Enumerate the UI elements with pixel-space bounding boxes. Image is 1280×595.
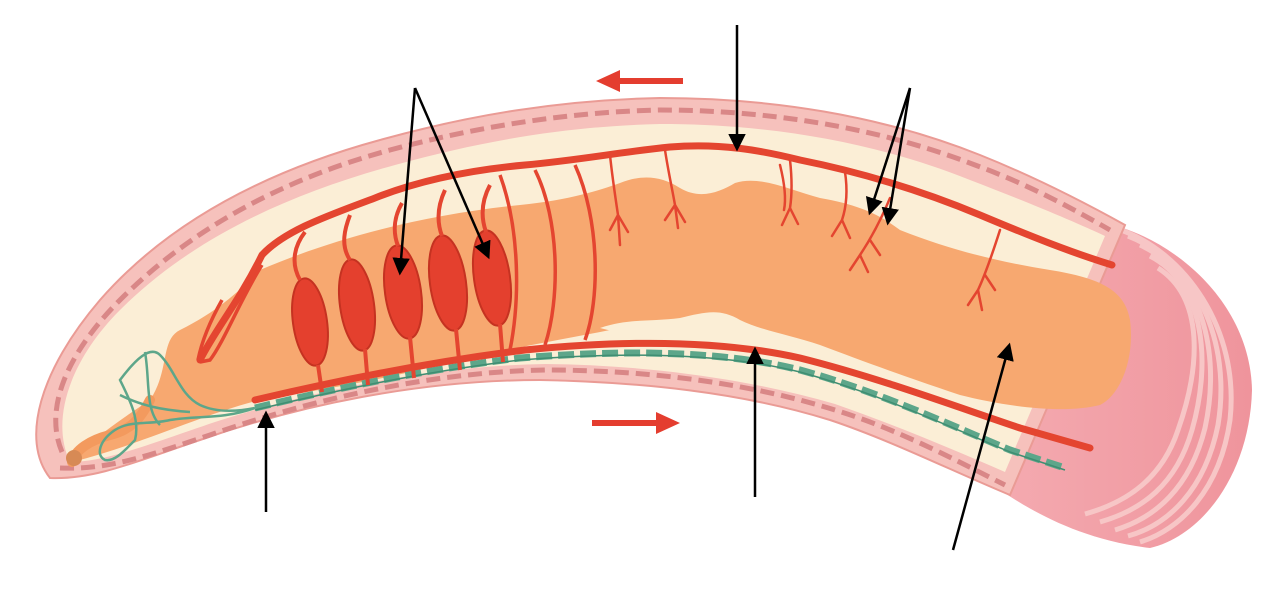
capillaries (608, 148, 1002, 312)
lateral-vessel (199, 264, 264, 364)
nerve-system (98, 349, 1067, 472)
capillaries-pointer (865, 87, 912, 226)
gut-highlight (600, 312, 740, 338)
lateral-vessel (573, 164, 597, 341)
dorsal-flow-arrow (596, 70, 683, 92)
gut (72, 177, 1131, 462)
lateral-vessel (533, 169, 557, 346)
capillary (830, 170, 852, 240)
flow-arrows (592, 70, 683, 434)
lateral-vessels (196, 164, 597, 364)
segment-dashes-top (53, 107, 1112, 453)
ventral-flow-arrow (592, 412, 680, 434)
label-pointers (257, 25, 1014, 551)
heart-stems-upper (292, 184, 492, 281)
capillary (848, 196, 892, 274)
gut-pointer (951, 342, 1014, 551)
hearts-pointer (392, 87, 491, 276)
cerebral-ganglia-branch (119, 351, 191, 426)
capillary (778, 163, 787, 212)
ring-line (1114, 242, 1213, 533)
capillary (608, 153, 630, 247)
nerve-cord-inner (254, 354, 1066, 471)
body-rings (1000, 222, 1252, 548)
capillary (663, 148, 687, 230)
segment-dashes-bottom (59, 367, 1007, 488)
cerebral-ganglia (98, 350, 256, 462)
mouth (66, 450, 82, 466)
heart-stems (316, 323, 505, 393)
ventral-vessel (251, 339, 1094, 452)
capillary (966, 228, 1002, 312)
ring-line (1084, 265, 1197, 517)
capillary (780, 158, 800, 227)
lateral-vessel (196, 299, 224, 361)
dorsal-vessel (196, 142, 1116, 364)
lateral-vessel (498, 174, 519, 351)
ring-line (1099, 253, 1205, 525)
